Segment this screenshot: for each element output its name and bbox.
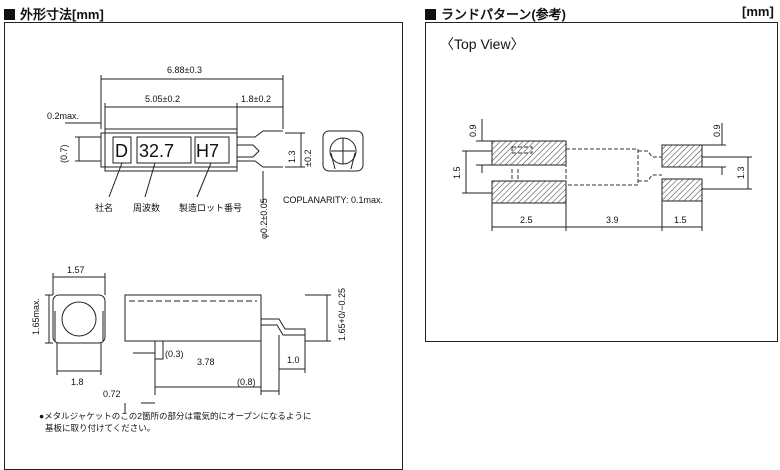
land-dim-2-5: 2.5 <box>520 215 533 225</box>
callout-lot: 製造ロット番号 <box>179 202 242 213</box>
heading-square-icon <box>4 9 15 20</box>
dim-1-65: 1.65+0/−0.25 <box>337 288 347 341</box>
dim-0-3: (0.3) <box>165 349 184 359</box>
marking-freq: 32.7 <box>139 141 174 161</box>
dim-1-57: 1.57 <box>67 265 85 275</box>
outline-heading-text: 外形寸法[mm] <box>20 7 104 22</box>
marking-d: D <box>115 141 128 161</box>
dim-3-78: 3.78 <box>197 357 215 367</box>
dim-1-3: 1.3 <box>287 150 297 163</box>
outline-heading: 外形寸法[mm] <box>4 4 104 23</box>
land-dim-0-9-left: 0.9 <box>468 124 478 137</box>
note-line-1: ●メタルジャケットのこの2箇所の部分は電気的にオープンになるように <box>39 411 311 421</box>
dim-overall: 6.88±0.3 <box>167 65 202 75</box>
callout-frequency: 周波数 <box>133 202 160 213</box>
heading-square-icon <box>425 9 436 20</box>
side-view-body <box>124 294 262 342</box>
dim-lead: 1.8±0.2 <box>241 94 271 104</box>
side-end-view <box>52 294 106 344</box>
land-dim-0-9-right: 0.9 <box>712 124 722 137</box>
land-dim-1-5-right: 1.5 <box>674 215 687 225</box>
dim-0-8: (0.8) <box>237 377 256 387</box>
dim-phi: φ0.2±0.05 <box>259 198 269 239</box>
mark-box-lot <box>194 136 230 164</box>
land-heading-text: ランドパターン(参考) <box>441 7 567 22</box>
coplanarity-note: COPLANARITY: 0.1max. <box>283 195 383 205</box>
note-line-2: 基板に取り付けてください。 <box>45 423 155 433</box>
outline-drawing: 6.88±0.3 5.05±0.2 1.8±0.2 0.2max. (0.7) … <box>31 65 383 433</box>
dim-0-72: 0.72 <box>103 389 121 399</box>
land-heading: ランドパターン(参考) <box>425 4 566 23</box>
land-dim-1-3: 1.3 <box>736 166 746 179</box>
pad-left-bottom <box>491 180 567 204</box>
pad-right-bottom <box>661 178 703 202</box>
land-dim-1-5-left: 1.5 <box>452 166 462 179</box>
land-panel: 〈Top View〉 <box>425 22 778 342</box>
dim-1-65max: 1.65max. <box>31 298 41 335</box>
dim-body: 5.05±0.2 <box>145 94 180 104</box>
pad-right-top <box>661 144 703 168</box>
top-view-label: 〈Top View〉 <box>440 36 525 52</box>
outline-panel: 6.88±0.3 5.05±0.2 1.8±0.2 0.2max. (0.7) … <box>4 22 403 470</box>
callout-company: 社名 <box>95 202 113 213</box>
dim-0-2max: 0.2max. <box>47 111 79 121</box>
mark-box-freq <box>136 136 192 164</box>
dim-1-8: 1.8 <box>71 377 84 387</box>
dim-1-0: 1.0 <box>287 355 300 365</box>
land-dim-3-9: 3.9 <box>606 215 619 225</box>
end-view-body <box>322 130 364 172</box>
pad-left-top <box>491 140 567 166</box>
marking-lot: H7 <box>196 141 219 161</box>
dim-0-7: (0.7) <box>59 144 69 163</box>
land-drawing: 〈Top View〉 <box>440 36 752 231</box>
dim-tol-0-2: ±0.2 <box>303 150 313 167</box>
unit-label: [mm] <box>742 4 774 19</box>
